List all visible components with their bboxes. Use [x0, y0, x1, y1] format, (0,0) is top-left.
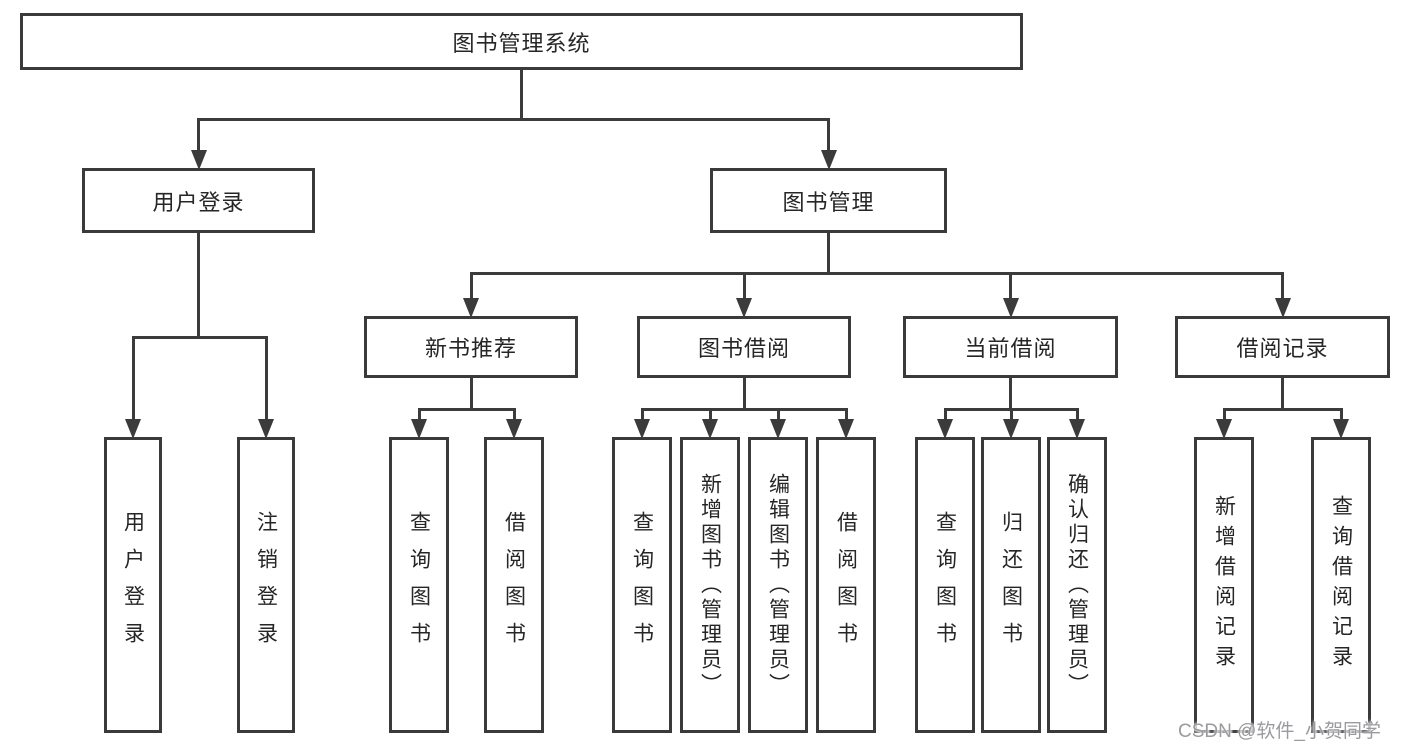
- leaf-cb-return-books: 归还图书: [981, 437, 1041, 733]
- arrow-stem-book-mgmt-to-level3: [1281, 272, 1284, 298]
- connector-rail-book-mgmt-to-level3: [469, 272, 1284, 275]
- arrow-stem-new-book-rec-to-leaves: [512, 408, 516, 419]
- arrow-stem-book-mgmt-to-level3: [469, 272, 473, 298]
- leaf-nbr-query-books-label: 查询图书: [407, 511, 431, 659]
- leaf-br-query-record: 查询借阅记录: [1311, 437, 1371, 733]
- node-library-system-label: 图书管理系统: [452, 30, 591, 56]
- connector-stem-current-borrow-to-leaves: [1009, 378, 1012, 411]
- leaf-bb-borrow-books-label: 借阅图书: [834, 511, 858, 659]
- arrowhead-icon: [1003, 419, 1019, 439]
- arrow-stem-current-borrow-to-leaves: [943, 408, 947, 419]
- leaf-bb-query-books-label: 查询图书: [630, 511, 654, 659]
- arrowhead-icon: [258, 419, 274, 439]
- arrowhead-icon: [736, 298, 752, 318]
- arrowhead-icon: [1002, 298, 1019, 318]
- node-book-borrowing: 图书借阅: [637, 316, 851, 378]
- connector-stem-root-to-level2: [520, 70, 523, 121]
- arrowhead-icon: [190, 150, 207, 170]
- node-borrowing-records: 借阅记录: [1175, 316, 1390, 378]
- leaf-user-login: 用户登录: [104, 437, 162, 733]
- arrow-stem-book-borrow-to-leaves: [844, 408, 848, 419]
- arrow-stem-borrow-record-to-leaves: [1339, 408, 1343, 419]
- connector-rail-user-login-to-leaves: [131, 336, 268, 339]
- node-new-book-recommend: 新书推荐: [364, 316, 578, 378]
- arrowhead-icon: [1333, 419, 1349, 439]
- arrow-stem-book-borrow-to-leaves: [776, 408, 780, 419]
- arrowhead-icon: [634, 419, 650, 439]
- arrow-stem-root-to-level2: [197, 118, 200, 150]
- leaf-cb-return-books-label: 归还图书: [999, 511, 1023, 659]
- arrowhead-icon: [506, 419, 522, 439]
- connector-rail-new-book-rec-to-leaves: [417, 408, 516, 411]
- arrowhead-icon: [838, 419, 854, 439]
- connector-rail-borrow-record-to-leaves: [1222, 408, 1343, 411]
- arrow-stem-book-borrow-to-leaves: [640, 408, 644, 419]
- connector-stem-book-mgmt-to-level3: [827, 233, 830, 275]
- leaf-br-add-record: 新增借阅记录: [1194, 437, 1254, 733]
- leaf-logout-label: 注销登录: [254, 511, 278, 659]
- node-new-book-recommend-label: 新书推荐: [424, 336, 517, 361]
- leaf-bb-borrow-books: 借阅图书: [816, 437, 876, 733]
- node-user-login: 用户登录: [82, 168, 315, 233]
- leaf-nbr-borrow-books-label: 借阅图书: [502, 511, 526, 659]
- connector-rail-book-borrow-to-leaves: [640, 408, 848, 411]
- arrowhead-icon: [463, 298, 479, 318]
- arrow-stem-new-book-rec-to-leaves: [417, 408, 421, 419]
- arrowhead-icon: [702, 419, 718, 439]
- connector-stem-user-login-to-leaves: [197, 233, 200, 339]
- arrow-stem-current-borrow-to-leaves: [1009, 408, 1013, 419]
- arrow-stem-borrow-record-to-leaves: [1222, 408, 1226, 419]
- leaf-nbr-query-books: 查询图书: [389, 437, 449, 733]
- node-borrowing-records-label: 借阅记录: [1236, 336, 1329, 361]
- leaf-bb-query-books: 查询图书: [612, 437, 672, 733]
- leaf-cb-query-books-label: 查询图书: [933, 511, 957, 659]
- connector-stem-new-book-rec-to-leaves: [469, 378, 473, 411]
- leaf-br-query-record-label: 查询借阅记录: [1329, 495, 1353, 675]
- arrowhead-icon: [411, 419, 427, 439]
- leaf-logout: 注销登录: [237, 437, 295, 733]
- arrowhead-icon: [770, 419, 786, 439]
- arrowhead-icon: [125, 419, 141, 439]
- leaf-user-login-label: 用户登录: [121, 511, 145, 659]
- node-library-system: 图书管理系统: [20, 13, 1023, 70]
- arrowhead-icon: [1274, 298, 1291, 318]
- node-book-management-label: 图书管理: [782, 189, 875, 215]
- leaf-cb-confirm-return-admin-label: 确认归还（管理员）: [1065, 472, 1089, 698]
- arrow-stem-root-to-level2: [827, 118, 830, 150]
- arrow-stem-book-mgmt-to-level3: [1009, 272, 1012, 298]
- arrow-stem-book-borrow-to-leaves: [708, 408, 712, 419]
- node-current-borrowing: 当前借阅: [903, 316, 1118, 378]
- node-book-management: 图书管理: [710, 168, 947, 233]
- arrowhead-icon: [1216, 419, 1232, 439]
- watermark: CSDN @软件_小贺同学: [1178, 721, 1381, 742]
- leaf-nbr-borrow-books: 借阅图书: [484, 437, 544, 733]
- arrowhead-icon: [820, 150, 837, 170]
- arrowhead-icon: [937, 419, 953, 439]
- connector-stem-book-borrow-to-leaves: [742, 378, 746, 411]
- leaf-bb-add-books-admin-label: 新增图书（管理员）: [698, 472, 722, 698]
- leaf-cb-query-books: 查询图书: [915, 437, 975, 733]
- arrow-stem-book-mgmt-to-level3: [742, 272, 746, 298]
- arrowhead-icon: [1069, 419, 1085, 439]
- arrow-stem-user-login-to-leaves: [264, 336, 268, 419]
- node-current-borrowing-label: 当前借阅: [964, 336, 1057, 361]
- leaf-bb-edit-books-admin: 编辑图书（管理员）: [748, 437, 808, 733]
- leaf-cb-confirm-return-admin: 确认归还（管理员）: [1047, 437, 1107, 733]
- leaf-bb-edit-books-admin-label: 编辑图书（管理员）: [766, 472, 790, 698]
- arrow-stem-user-login-to-leaves: [131, 336, 135, 419]
- connector-rail-root-to-level2: [197, 118, 830, 121]
- leaf-bb-add-books-admin: 新增图书（管理员）: [680, 437, 740, 733]
- node-book-borrowing-label: 图书借阅: [697, 336, 790, 361]
- node-user-login-label: 用户登录: [152, 189, 245, 215]
- connector-stem-borrow-record-to-leaves: [1281, 378, 1284, 411]
- arrow-stem-current-borrow-to-leaves: [1075, 408, 1079, 419]
- leaf-br-add-record-label: 新增借阅记录: [1212, 495, 1236, 675]
